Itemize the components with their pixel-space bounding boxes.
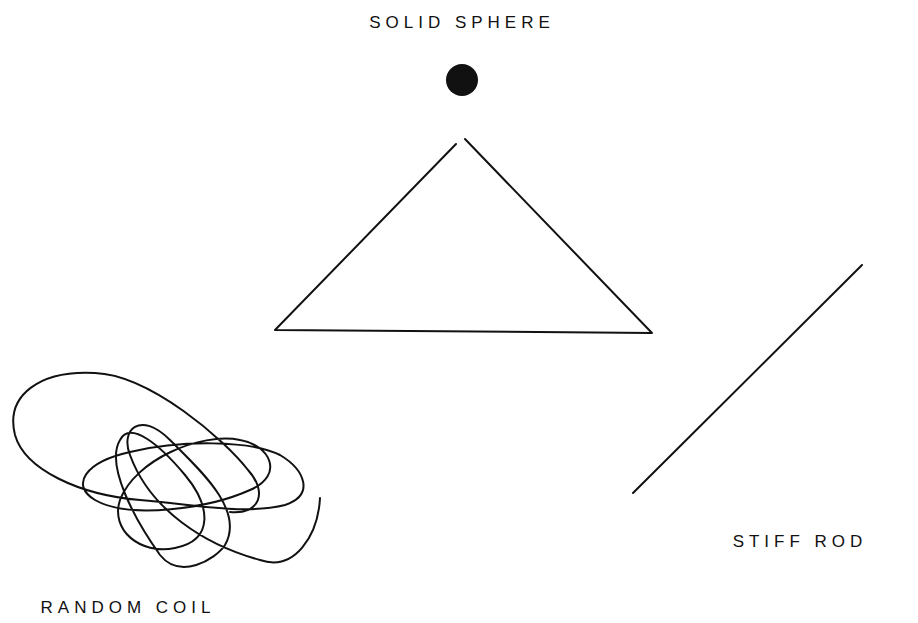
shape-label: SOLID SPHERE: [369, 14, 555, 31]
shape-label: RANDOM COIL: [41, 599, 216, 616]
random-coil: [13, 373, 320, 567]
shape-label: STIFF ROD: [733, 533, 868, 550]
triangle: [275, 139, 652, 333]
stiff-rod: [633, 265, 862, 493]
solid-sphere: [446, 64, 478, 96]
